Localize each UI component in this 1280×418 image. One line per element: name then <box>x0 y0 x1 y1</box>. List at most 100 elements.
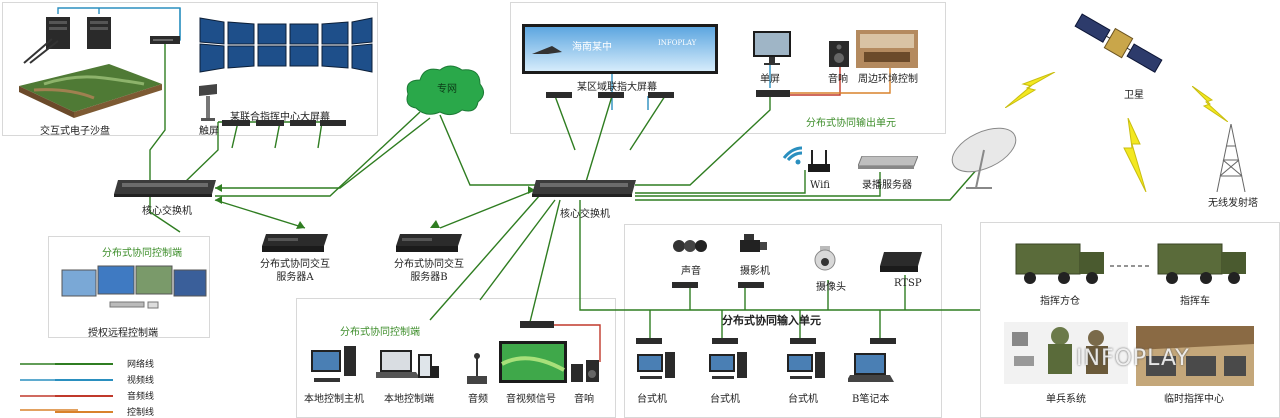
local-host-label: 本地控制主机 <box>304 394 364 405</box>
lightning-icon <box>1123 118 1147 192</box>
audio-freq-label: 音频 <box>468 394 488 405</box>
satellite-label: 卫星 <box>1124 90 1144 101</box>
camera-label: 摄像头 <box>816 282 846 293</box>
legend-label: 音频线 <box>127 392 155 402</box>
sandbox-label: 交互式电子沙盘 <box>40 126 110 137</box>
local-end-label: 本地控制端 <box>384 394 434 405</box>
command-car-label: 指挥车 <box>1180 296 1210 307</box>
monitor-array-icon <box>61 265 207 309</box>
touch-label: 触屏 <box>199 126 219 137</box>
electronic-sandbox-icon <box>19 64 162 118</box>
banner-text: 海南某中 <box>572 42 612 53</box>
control-end-left-label: 分布式协同控制端 <box>102 248 182 259</box>
desktop1-label: 台式机 <box>637 394 667 405</box>
env-control-label: 周边环境控制 <box>858 74 918 85</box>
speaker-icon <box>571 360 599 382</box>
switch-icon <box>520 321 554 328</box>
legend-swatch <box>55 379 113 381</box>
arrow-heads <box>215 184 535 229</box>
touch-kiosk-icon <box>199 84 217 121</box>
monitor-icon <box>753 31 791 65</box>
switch-icon <box>672 282 764 288</box>
desktop3-label: 台式机 <box>788 394 818 405</box>
legend-item: 视频线 <box>55 374 215 386</box>
conference-room-icon <box>856 30 918 68</box>
truck-icon <box>1015 243 1104 284</box>
legend-swatch <box>55 395 113 397</box>
output-unit-label: 分布式协同输出单元 <box>806 118 896 129</box>
legend-item: 控制线 <box>55 406 215 418</box>
recorder-server-icon <box>858 156 918 169</box>
core-switch-right-label: 核心交换机 <box>560 209 610 220</box>
command-cabin-label: 指挥方仓 <box>1040 296 1080 307</box>
soldier-system-label: 单兵系统 <box>1046 394 1086 405</box>
speaker-bottom-label: 音响 <box>574 394 594 405</box>
camcorder-label: 摄影机 <box>740 266 770 277</box>
legend-label: 视频线 <box>127 376 155 386</box>
truck-icon <box>1157 243 1246 284</box>
legend-label: 控制线 <box>127 408 155 418</box>
soldier-system-icon <box>1004 322 1128 384</box>
audio-mixer-icon <box>673 240 707 252</box>
satellite-icon <box>1074 13 1163 73</box>
control-lines <box>20 66 891 411</box>
core-switch-left-label: 核心交换机 <box>142 206 192 217</box>
video-wall-icon <box>199 17 373 73</box>
remote-control-label: 授权远程控制端 <box>88 328 158 339</box>
server-a-label: 分布式协同交互 服务器A <box>260 259 330 283</box>
desktop-pc-icon <box>709 352 747 379</box>
server-tower-icon <box>46 17 70 49</box>
dish-icon <box>951 127 1017 189</box>
av-signal-label: 音视频信号 <box>506 394 556 405</box>
cloud-icon <box>406 65 484 116</box>
core-switch-left-icon <box>114 180 216 197</box>
camcorder-icon <box>740 234 767 252</box>
switch-icon <box>756 90 790 97</box>
desktop-pc-icon <box>637 352 675 379</box>
lightning-icon <box>1005 72 1056 108</box>
core-switch-right-icon <box>532 180 636 197</box>
microphone-icon <box>467 353 487 384</box>
stylus-icon <box>23 38 59 64</box>
temp-center-icon <box>1136 326 1254 386</box>
recorder-label: 录播服务器 <box>862 180 912 191</box>
legend-label: 网络线 <box>127 360 155 370</box>
desktop-pc-icon <box>311 346 356 382</box>
private-net-label: 专网 <box>437 84 457 95</box>
legend-item: 音频线 <box>55 390 215 402</box>
desktop2-label: 台式机 <box>710 394 740 405</box>
wifi-label: Wifi <box>810 180 830 191</box>
input-unit-label: 分布式协同输入单元 <box>722 314 821 327</box>
speaker-top-label: 音响 <box>828 74 848 85</box>
regional-wall-icon <box>522 24 718 74</box>
sound-label: 声音 <box>681 266 701 277</box>
dome-camera-icon <box>814 246 836 271</box>
av-display-icon <box>499 341 567 383</box>
single-screen-label: 单屏 <box>760 74 780 85</box>
rtsp-label: RTSP <box>894 278 922 289</box>
rtsp-box-icon <box>880 252 922 272</box>
laptop-tablet-icon <box>376 350 439 378</box>
laptop-icon <box>848 353 894 382</box>
watermark: INFOPLAY <box>1076 346 1190 371</box>
legend-swatch <box>55 363 113 365</box>
control-end-bottom-label: 分布式协同控制端 <box>340 327 420 338</box>
server-tower-icon <box>87 17 111 49</box>
legend-swatch <box>55 411 113 413</box>
banner-brand: INFOPLAY <box>658 39 697 47</box>
speaker-icon <box>829 41 849 67</box>
server-b-icon <box>396 234 462 252</box>
lightning-icon <box>1192 86 1228 122</box>
server-a-icon <box>262 234 328 252</box>
regional-wall-label: 某区域联指大屏幕 <box>577 82 657 93</box>
switch-icon <box>546 92 674 98</box>
tower-label: 无线发射塔 <box>1208 198 1258 209</box>
temp-center-label: 临时指挥中心 <box>1164 394 1224 405</box>
server-b-label: 分布式协同交互 服务器B <box>394 259 464 283</box>
desktop-pc-icon <box>787 352 825 379</box>
wifi-router-icon <box>782 146 830 172</box>
laptop-label: B笔记本 <box>852 394 890 405</box>
tower-icon <box>1216 124 1246 192</box>
switch-icon <box>222 120 346 126</box>
switch-icon <box>636 338 896 344</box>
